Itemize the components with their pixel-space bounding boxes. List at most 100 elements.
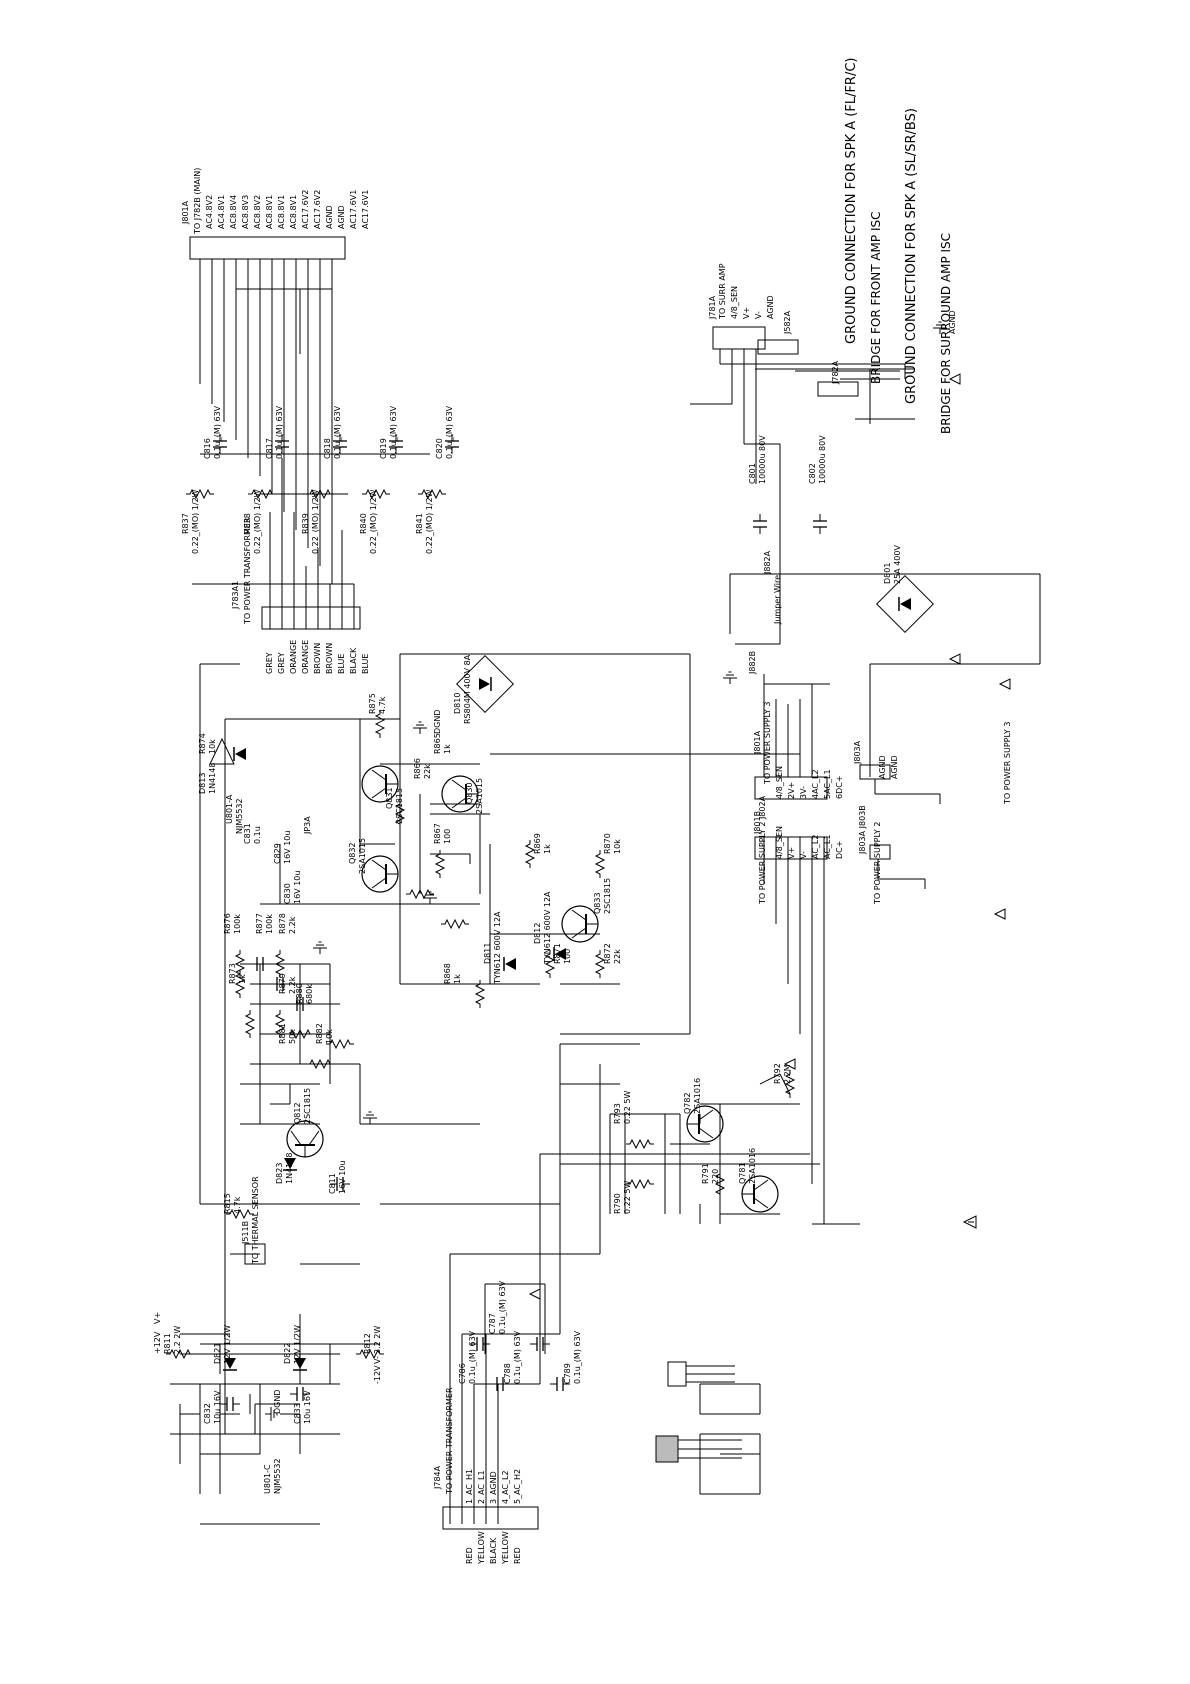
c820-ref: C820 [435,438,444,459]
j781a-signal-4: AGND [766,295,775,319]
r815-value: 4.7k [233,1196,242,1214]
r874-ref: R874 [198,733,207,754]
u801c-ref: U801-C [263,1464,272,1494]
c819-ref: C819 [379,438,388,459]
j801a-main-signal-8: AC8.8V1 [289,195,298,229]
j783a1-wire-8: BLACK [349,647,358,674]
r792-value: 2.2M [783,1064,792,1084]
r868-value: 1k [453,974,462,984]
r876-value: 100k [233,914,242,934]
jp3a-ref: JP3A [303,816,312,835]
c788-ref: C788 [503,1363,512,1384]
j801a-ps3-signal-3: 3V- [799,786,808,799]
j801b-signal-2: V+ [787,847,796,859]
j784a-signal-1: 1_AC_H1 [465,1469,474,1504]
bridge-surround-note: BRIDGE FOR SURROUND AMP ISC [939,233,953,434]
d822-ref: D822 [283,1343,292,1364]
j801a-ps3-title: J801A [753,730,762,755]
r867-value: 100 [443,829,452,844]
d823-ref: D823 [275,1163,284,1184]
j784a-subtitle: TO POWER TRANSFORMER [445,1387,454,1495]
j801a-main-signal-2: AC4.8V1 [217,195,226,229]
r839-value: 0.22_(MO) 1/2W [311,489,320,554]
d821-value: 12V 1/2W [223,1325,232,1364]
warning-triangle-icon [962,1215,977,1229]
transistors [286,765,779,1213]
c833-value: 10u 16V [303,1390,312,1424]
r838-value: 0.22_(MO) 1/2W [253,489,262,554]
d810-ref: D810 [453,693,462,714]
c818-value: 0.1u_(M) 63V [333,405,342,459]
d812-value: TYN612 600V 12A [543,891,552,965]
r790-value: 0.22 5W [623,1181,632,1214]
wiring [170,236,1041,1530]
j803b-title: J803A J803B [858,805,867,855]
c811-value: 16V 10u [338,1161,347,1194]
j781a-signal-1: 4/8_SEN [730,286,739,319]
j782a-title: J782A [831,360,840,385]
r871-value: 100 [563,949,572,964]
j801a-main-title: J801A [181,200,190,225]
r837-value: 0.22_(MO) 1/2W [191,489,200,554]
c788-value: 0.1u_(M) 63V [513,1330,522,1384]
r882-ref: R882 [315,1023,324,1044]
j803a-title: J803A [853,740,862,765]
q831-ref: Q831 [385,787,394,809]
r838-ref: R838 [243,513,252,534]
r837-ref: R837 [181,513,190,534]
j783a1-wire-6: BROWN [325,643,334,674]
j882a-ref: J882A [763,550,772,575]
j801a-main-signal-4: AC8.8V3 [241,195,250,229]
r866-value: 22k [423,764,432,779]
j784a-wire-1: RED [465,1547,474,1564]
r879-ref: R879 [278,973,287,994]
c816-ref: C816 [203,438,212,459]
r815-ref: R815 [223,1193,232,1214]
c802-ref: C802 [808,463,817,484]
j783a1-wire-4: ORANGE [301,640,310,674]
j511b-title: J511B [241,1221,250,1245]
j784a-signal-4: 4_AC_L2 [501,1470,510,1504]
j801a-ps3-signal-6: 6DC+ [835,775,844,799]
q833-ref: Q833 [593,892,602,914]
r840-ref: R840 [359,513,368,534]
c801-ref: C801 [748,463,757,484]
r876-ref: R876 [223,913,232,934]
j784a-signal-2: 2_AC_L1 [477,1470,486,1504]
labels: J801A TO J782B (MAIN) AC4.8V2 AC4.8V1 AC… [153,58,1012,1566]
d810-value: RS804M 400V 8A [463,654,472,724]
r811-value: 2.2 2W [173,1326,182,1354]
q830-ref: Q830 [465,782,474,804]
r879-value: 2.2k [288,976,297,994]
j784a-title: J784A [433,1465,442,1490]
j783a1-wire-9: BLUE [361,654,370,674]
j801b-signal-5: AC_L1 [823,835,832,859]
j801a-main-signal-3: AC8.8V4 [229,195,238,229]
r791-ref: R791 [701,1163,710,1184]
j803a-signal-2: AGND [890,755,899,779]
r866-ref: R866 [413,758,422,779]
d811-value: TYN612 600V 12A [493,911,502,985]
q812-value: 2SC1815 [303,1088,312,1124]
c832-value: 10u 16V [213,1390,222,1424]
q830-value: 2SA1015 [475,778,484,814]
j803a-subtitle: TO POWER SUPPLY 3 [1003,722,1012,805]
diodes-and-bridges [209,575,934,1371]
c786-value: 0.1u_(M) 63V [468,1330,477,1384]
j801a-ps3-subtitle: TO POWER SUPPLY 3 [763,702,772,785]
j801a-ps3-signal-2: 2V+ [787,782,796,799]
d813-value: 1N4148 [208,763,217,794]
q812-ref: Q812 [293,1102,302,1124]
u801a-value: NJM5532 [235,798,244,834]
q782-value: 2SA1016 [693,1078,702,1114]
u801c-value: NJM5532 [273,1458,282,1494]
r790-ref: R790 [613,1193,622,1214]
r870-value: 10k [613,839,622,854]
r873-ref: R873 [228,963,237,984]
c833-ref: C833 [293,1403,302,1424]
q781-ref: Q781 [738,1162,747,1184]
j801a-ps3-signal-4: 4AC_L2 [811,769,820,799]
net-plus12: +12V [153,1331,162,1354]
j801b-signal-6: DC+ [835,841,844,859]
